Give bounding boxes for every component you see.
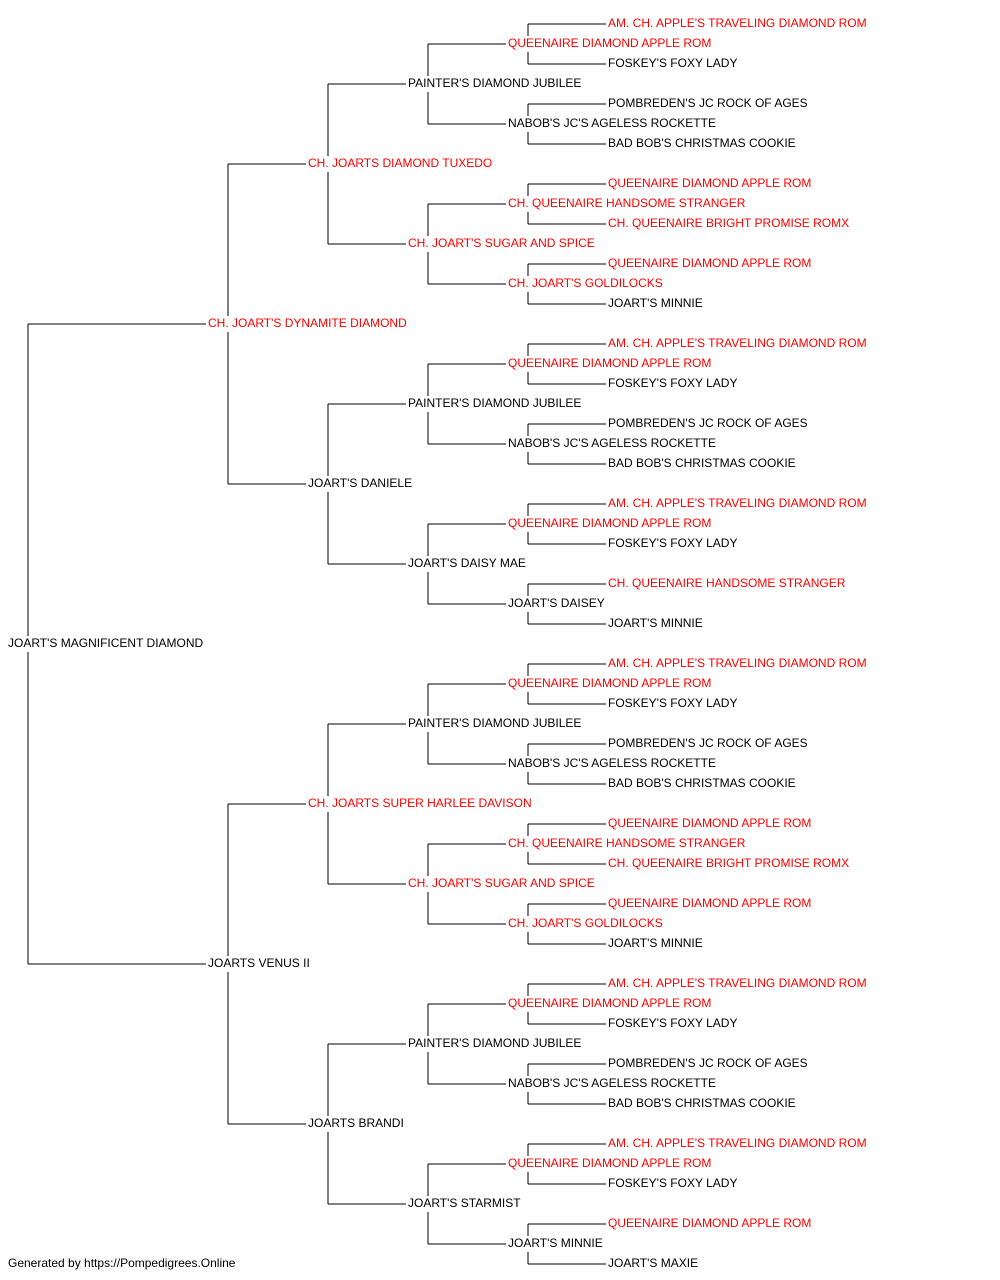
- grandparent-name: JOART'S DANIELE: [308, 476, 412, 490]
- gg-grandparent-name: NABOB'S JC'S AGELESS ROCKETTE: [508, 756, 716, 770]
- ggg-grandparent-name: CH. QUEENAIRE HANDSOME STRANGER: [608, 576, 846, 590]
- parent-name: JOARTS VENUS II: [208, 956, 310, 970]
- gg-grandparent-name: QUEENAIRE DIAMOND APPLE ROM: [508, 1156, 711, 1170]
- gg-grandparent-name: NABOB'S JC'S AGELESS ROCKETTE: [508, 436, 716, 450]
- gg-grandparent-name: CH. QUEENAIRE HANDSOME STRANGER: [508, 836, 746, 850]
- great-grandparent-name: CH. JOART'S SUGAR AND SPICE: [408, 876, 595, 890]
- great-grandparent-name: JOART'S STARMIST: [408, 1196, 521, 1210]
- ggg-grandparent-name: AM. CH. APPLE'S TRAVELING DIAMOND ROM: [608, 1136, 867, 1150]
- gg-grandparent-name: CH. QUEENAIRE HANDSOME STRANGER: [508, 196, 746, 210]
- gg-grandparent-name: QUEENAIRE DIAMOND APPLE ROM: [508, 356, 711, 370]
- ggg-grandparent-name: BAD BOB'S CHRISTMAS COOKIE: [608, 456, 796, 470]
- ggg-grandparent-name: FOSKEY'S FOXY LADY: [608, 1016, 737, 1030]
- ggg-grandparent-name: BAD BOB'S CHRISTMAS COOKIE: [608, 776, 796, 790]
- ggg-grandparent-name: QUEENAIRE DIAMOND APPLE ROM: [608, 1216, 811, 1230]
- gg-grandparent-name: CH. JOART'S GOLDILOCKS: [508, 916, 663, 930]
- ggg-grandparent-name: FOSKEY'S FOXY LADY: [608, 56, 737, 70]
- ggg-grandparent-name: JOART'S MINNIE: [608, 296, 703, 310]
- ggg-grandparent-name: FOSKEY'S FOXY LADY: [608, 1176, 737, 1190]
- pedigree-names: JOART'S MAGNIFICENT DIAMOND CH. JOART'S D…: [8, 16, 867, 1270]
- generated-by-footer: Generated by https://Pompedigrees.Online: [8, 1256, 236, 1270]
- gg-grandparent-name: JOART'S MINNIE: [508, 1236, 603, 1250]
- pedigree-connector-lines: [27, 23, 606, 1265]
- great-grandparent-name: CH. JOART'S SUGAR AND SPICE: [408, 236, 595, 250]
- gg-grandparent-name: NABOB'S JC'S AGELESS ROCKETTE: [508, 1076, 716, 1090]
- ggg-grandparent-name: JOART'S MAXIE: [608, 1256, 698, 1270]
- ggg-grandparent-name: JOART'S MINNIE: [608, 616, 703, 630]
- ggg-grandparent-name: FOSKEY'S FOXY LADY: [608, 376, 737, 390]
- ggg-grandparent-name: FOSKEY'S FOXY LADY: [608, 536, 737, 550]
- ggg-grandparent-name: POMBREDEN'S JC ROCK OF AGES: [608, 96, 808, 110]
- ggg-grandparent-name: QUEENAIRE DIAMOND APPLE ROM: [608, 816, 811, 830]
- gg-grandparent-name: CH. JOART'S GOLDILOCKS: [508, 276, 663, 290]
- grandparent-name: JOARTS BRANDI: [308, 1116, 404, 1130]
- gg-grandparent-name: QUEENAIRE DIAMOND APPLE ROM: [508, 676, 711, 690]
- ggg-grandparent-name: AM. CH. APPLE'S TRAVELING DIAMOND ROM: [608, 656, 867, 670]
- gg-grandparent-name: NABOB'S JC'S AGELESS ROCKETTE: [508, 116, 716, 130]
- grandparent-name: CH. JOARTS DIAMOND TUXEDO: [308, 156, 492, 170]
- ggg-grandparent-name: JOART'S MINNIE: [608, 936, 703, 950]
- great-grandparent-name: JOART'S DAISY MAE: [408, 556, 526, 570]
- ggg-grandparent-name: BAD BOB'S CHRISTMAS COOKIE: [608, 1096, 796, 1110]
- ggg-grandparent-name: CH. QUEENAIRE BRIGHT PROMISE ROMX: [608, 216, 849, 230]
- gg-grandparent-name: JOART'S DAISEY: [508, 596, 605, 610]
- subject-name: JOART'S MAGNIFICENT DIAMOND: [8, 636, 204, 650]
- ggg-grandparent-name: POMBREDEN'S JC ROCK OF AGES: [608, 416, 808, 430]
- ggg-grandparent-name: BAD BOB'S CHRISTMAS COOKIE: [608, 136, 796, 150]
- great-grandparent-name: PAINTER'S DIAMOND JUBILEE: [408, 76, 581, 90]
- ggg-grandparent-name: POMBREDEN'S JC ROCK OF AGES: [608, 736, 808, 750]
- gg-grandparent-name: QUEENAIRE DIAMOND APPLE ROM: [508, 996, 711, 1010]
- ggg-grandparent-name: QUEENAIRE DIAMOND APPLE ROM: [608, 896, 811, 910]
- ggg-grandparent-name: AM. CH. APPLE'S TRAVELING DIAMOND ROM: [608, 336, 867, 350]
- ggg-grandparent-name: AM. CH. APPLE'S TRAVELING DIAMOND ROM: [608, 976, 867, 990]
- ggg-grandparent-name: QUEENAIRE DIAMOND APPLE ROM: [608, 256, 811, 270]
- ggg-grandparent-name: CH. QUEENAIRE BRIGHT PROMISE ROMX: [608, 856, 849, 870]
- gg-grandparent-name: QUEENAIRE DIAMOND APPLE ROM: [508, 516, 711, 530]
- great-grandparent-name: PAINTER'S DIAMOND JUBILEE: [408, 396, 581, 410]
- parent-name: CH. JOART'S DYNAMITE DIAMOND: [208, 316, 407, 330]
- great-grandparent-name: PAINTER'S DIAMOND JUBILEE: [408, 1036, 581, 1050]
- ggg-grandparent-name: AM. CH. APPLE'S TRAVELING DIAMOND ROM: [608, 496, 867, 510]
- ggg-grandparent-name: FOSKEY'S FOXY LADY: [608, 696, 737, 710]
- grandparent-name: CH. JOARTS SUPER HARLEE DAVISON: [308, 796, 532, 810]
- gg-grandparent-name: QUEENAIRE DIAMOND APPLE ROM: [508, 36, 711, 50]
- ggg-grandparent-name: AM. CH. APPLE'S TRAVELING DIAMOND ROM: [608, 16, 867, 30]
- ggg-grandparent-name: QUEENAIRE DIAMOND APPLE ROM: [608, 176, 811, 190]
- great-grandparent-name: PAINTER'S DIAMOND JUBILEE: [408, 716, 581, 730]
- ggg-grandparent-name: POMBREDEN'S JC ROCK OF AGES: [608, 1056, 808, 1070]
